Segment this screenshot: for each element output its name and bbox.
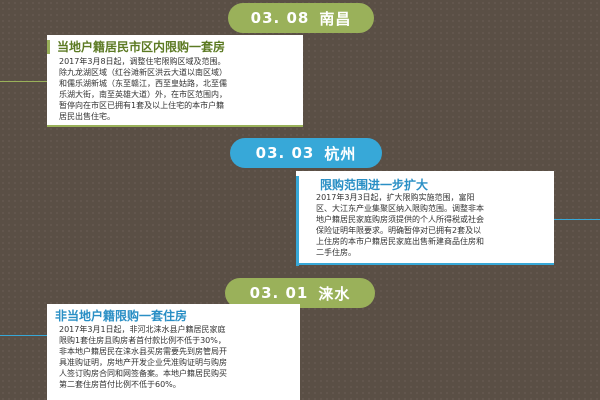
- policy-heading: 非当地户籍限购一套住房: [55, 309, 188, 323]
- accent-bar: [296, 176, 299, 266]
- date-label: 03. 03: [255, 144, 315, 162]
- policy-card-laishui: 非当地户籍限购一套住房 2017年3月1日起，非河北涞水县户籍居民家庭 限购1套…: [47, 304, 300, 400]
- city-label: 涞水: [318, 284, 351, 303]
- policy-body: 2017年3月3日起，扩大限购实施范围，富阳 区、大江东产业集聚区纳入限购范围。…: [316, 193, 484, 257]
- policy-card-hangzhou: 限购范围进一步扩大 2017年3月3日起，扩大限购实施范围，富阳 区、大江东产业…: [296, 171, 554, 266]
- date-label: 03. 01: [249, 284, 309, 302]
- connector-line: [0, 81, 47, 82]
- date-city-badge-nanchang: 03. 08 南昌: [228, 3, 374, 33]
- accent-bar: [47, 40, 50, 54]
- connector-line: [0, 335, 47, 336]
- date-city-badge-hangzhou: 03. 03 杭州: [230, 138, 382, 168]
- policy-body: 2017年3月8日起，调整住宅限购区域及范围。 除九龙湖区域（红谷滩新区洪云大道…: [59, 57, 227, 121]
- date-city-badge-laishui: 03. 01 涞水: [225, 278, 375, 308]
- city-label: 杭州: [324, 144, 357, 163]
- city-label: 南昌: [319, 9, 352, 28]
- connector-line: [554, 219, 600, 220]
- policy-card-nanchang: 当地户籍居民市区内限购一套房 2017年3月8日起，调整住宅限购区域及范围。 除…: [47, 35, 303, 127]
- policy-heading: 限购范围进一步扩大: [320, 178, 429, 192]
- policy-body: 2017年3月1日起，非河北涞水县户籍居民家庭 限购1套住房且购房者首付款比例不…: [59, 325, 227, 389]
- policy-heading: 当地户籍居民市区内限购一套房: [57, 40, 226, 54]
- date-label: 03. 08: [250, 9, 310, 27]
